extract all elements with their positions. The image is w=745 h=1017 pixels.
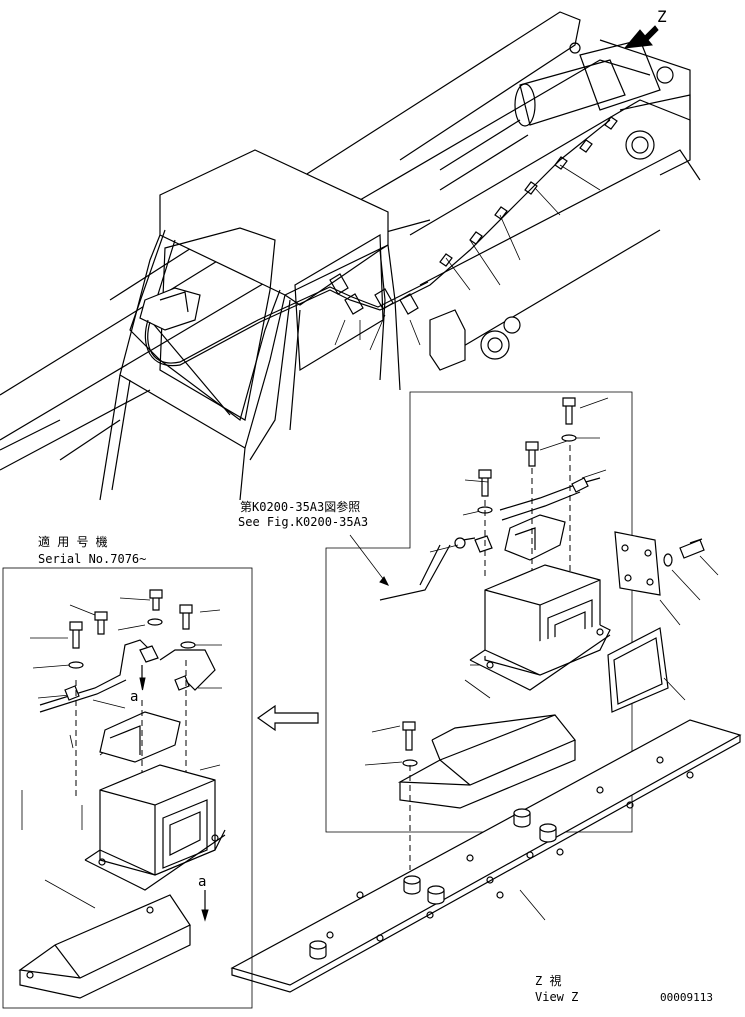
reference-arrow — [256, 704, 319, 732]
serial-detail: a a — [2, 567, 253, 1009]
bolt-top-right — [562, 397, 576, 425]
view-arrow-letter: Z — [657, 7, 667, 26]
serial-en: Serial No.7076~ — [38, 552, 146, 566]
harness-clamps — [439, 116, 618, 267]
bolt-left — [478, 469, 492, 497]
serial-jp: 適 用 号 機 — [38, 534, 108, 549]
serial-bolt-4 — [179, 604, 193, 630]
serial-bolt-1 — [69, 621, 83, 649]
view-title-jp: Z 視 — [535, 973, 561, 988]
ref-leader — [349, 534, 385, 581]
boss-5 — [309, 940, 327, 960]
boss-2 — [427, 885, 445, 905]
view-title-en: View Z — [535, 990, 578, 1004]
ref-note-en: See Fig.K0200-35A3 — [238, 515, 368, 529]
drawing-number: 00009113 — [660, 991, 713, 1004]
boss-1 — [403, 875, 421, 895]
view-z-arrow — [623, 25, 659, 49]
view-z-detail — [325, 391, 719, 870]
serial-bolt-3 — [149, 589, 163, 611]
boss-3 — [513, 808, 531, 828]
detail-mark-bottom: a — [198, 874, 206, 890]
serial-bolt-2 — [94, 611, 108, 635]
base-plate — [230, 719, 742, 993]
bolt-mid — [525, 441, 539, 467]
machine-overview — [0, 11, 701, 501]
boss-4 — [539, 823, 557, 843]
detail-mark-top: a — [130, 689, 138, 705]
bolt-bottom — [402, 721, 416, 751]
ref-note-jp: 第K0200-35A3図参照 — [240, 499, 360, 514]
